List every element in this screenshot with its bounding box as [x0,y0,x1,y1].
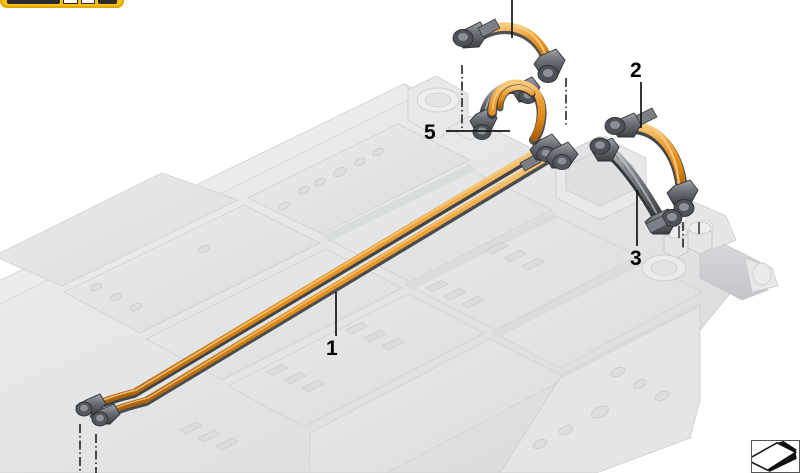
hv-cable-2-left-fitting[interactable] [604,112,643,138]
hv-connector-upper-right-b[interactable] [545,141,579,170]
toolbar-end-block[interactable] [97,0,117,4]
terminal-tick-marks [678,222,700,238]
hv-connector-lower-left-a[interactable] [75,393,107,417]
page-box-right[interactable] [80,0,95,4]
callout-number-3: 3 [630,247,642,270]
callout-number-2: 2 [630,59,642,82]
center-axis-lines [79,65,684,473]
thumbnail-graphic [752,441,798,472]
hv-cable-3-gray-right[interactable] [589,137,683,235]
callout-number-1: 1 [326,337,338,360]
hv-cable-2-right-fitting[interactable] [666,179,699,217]
hv-cable-4-right-fitting[interactable] [533,48,566,83]
viewer-toolbar[interactable] [0,0,124,8]
callout-number-5: 5 [424,121,436,144]
hv-cable-3-left-fitting[interactable] [589,137,620,162]
scrollbar-track[interactable] [7,0,61,4]
module-clip-details [179,241,545,451]
hv-cable-1-upper-loop[interactable] [487,79,547,145]
hv-connector-lower-left-b[interactable] [89,403,121,427]
hv-cable-4-top[interactable] [452,18,566,83]
callout-leader-lines [335,0,642,336]
side-skirt-holes [533,366,669,450]
orientation-thumbnail[interactable] [751,440,800,473]
page-box-left[interactable] [63,0,78,4]
hv-cable-1-main[interactable] [75,133,579,427]
tray-bolt-bosses [90,147,384,312]
